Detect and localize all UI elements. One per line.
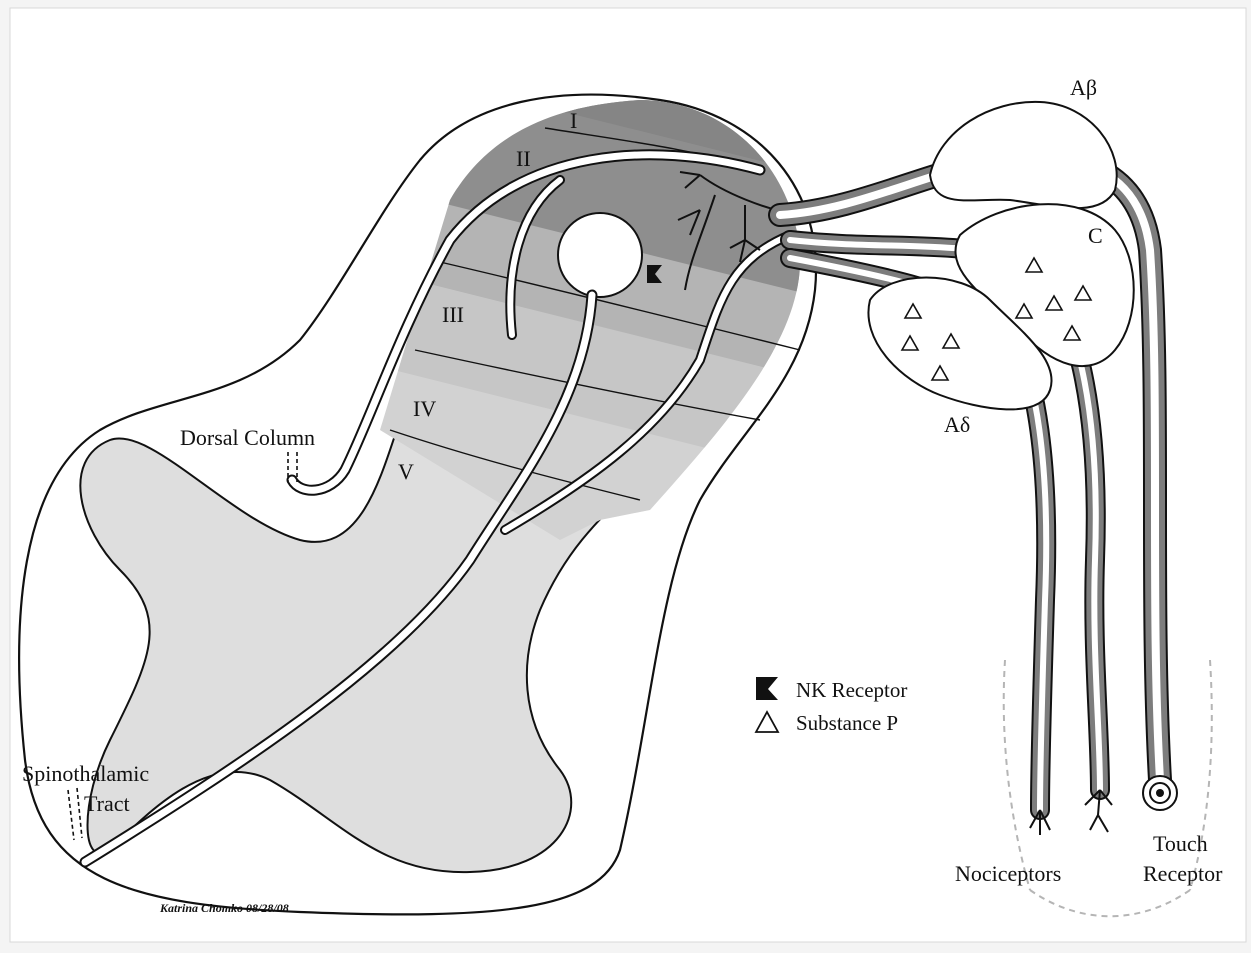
- touch-receptor-label-line1: Touch: [1153, 831, 1208, 856]
- spinothalamic-label-line2: Tract: [84, 791, 130, 816]
- dorsal-column-label: Dorsal Column: [180, 425, 315, 450]
- nk-receptor-legend-label: NK Receptor: [796, 678, 907, 702]
- lamina-iv-label: IV: [413, 396, 436, 421]
- lamina-v-label: V: [398, 459, 414, 484]
- a-beta-label: Aβ: [1070, 75, 1097, 100]
- artist-signature: Katrina Chomko 08/28/08: [159, 901, 289, 915]
- lamina-ii-label: II: [516, 146, 531, 171]
- neuron-soma: [558, 213, 642, 297]
- touch-receptor-label-line2: Receptor: [1143, 861, 1223, 886]
- spinothalamic-label-line1: Spinothalamic: [22, 761, 149, 786]
- lamina-i-label: I: [570, 108, 577, 133]
- c-fiber-label: C: [1088, 223, 1103, 248]
- substance-p-legend-label: Substance P: [796, 711, 898, 735]
- lamina-iii-label: III: [442, 302, 464, 327]
- a-delta-label: Aδ: [944, 412, 970, 437]
- touch-receptor-corpuscle: [1143, 776, 1177, 810]
- nociceptors-label: Nociceptors: [955, 861, 1061, 886]
